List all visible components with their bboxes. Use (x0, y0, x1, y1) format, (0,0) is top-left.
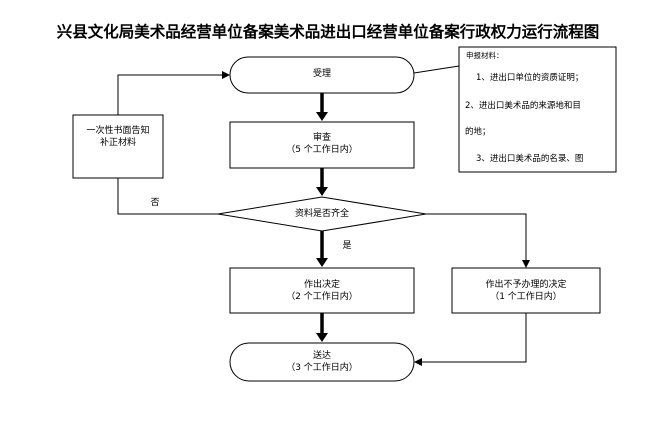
edge-label-yes: 是 (342, 241, 352, 251)
reject-title: 作出不予办理的决定 (485, 280, 567, 290)
main-flow-arrows (316, 93, 328, 342)
arrowhead-review-to-decision (316, 187, 328, 196)
reject-time: （1 个工作日内） (490, 292, 562, 302)
arrowhead-accept-to-review (316, 112, 328, 121)
accept-label: 受理 (312, 69, 331, 79)
review-title: 审查 (312, 133, 331, 143)
edge-label-no: 否 (150, 198, 160, 208)
arrowhead-approve-to-deliver (316, 333, 328, 342)
supplement-line2: 补正材料 (99, 138, 136, 148)
note-heading: 申报材料： (466, 51, 504, 60)
deliver-title: 送达 (312, 351, 331, 361)
decision-label: 资料是否齐全 (294, 209, 349, 219)
note-line-2: 2、进出口美术品的来源地和目 (465, 101, 581, 111)
materials-note-box (458, 46, 617, 173)
note-line-3: 的地； (465, 127, 491, 137)
page-title: 兴县文化局美术品经营单位备案美术品进出口经营单位备案行政权力运行流程图 (56, 23, 600, 41)
connector-supplement-to-accept (117, 71, 230, 115)
supplement-node (72, 114, 164, 179)
connector-reject-to-deliver (414, 313, 527, 366)
review-time: （5 个工作日内） (286, 145, 358, 155)
connector-decision-to-supplement (117, 178, 218, 215)
connector-decision-to-reject (426, 213, 530, 268)
approve-time: （2 个工作日内） (286, 292, 358, 302)
note-line-1: 1、进出口单位的资质证明； (476, 73, 584, 83)
connector-note-to-accept (413, 65, 460, 74)
arrowhead-decision-to-approve (316, 258, 328, 267)
supplement-line1: 一次性书面告知 (86, 126, 150, 136)
deliver-time: （3 个工作日内） (286, 363, 358, 373)
side-connectors (117, 65, 530, 366)
approve-title: 作出决定 (303, 280, 340, 290)
approve-node (229, 267, 415, 314)
review-node (229, 121, 415, 169)
note-line-4: 3、进出口美术品的名录、图 (476, 154, 584, 164)
